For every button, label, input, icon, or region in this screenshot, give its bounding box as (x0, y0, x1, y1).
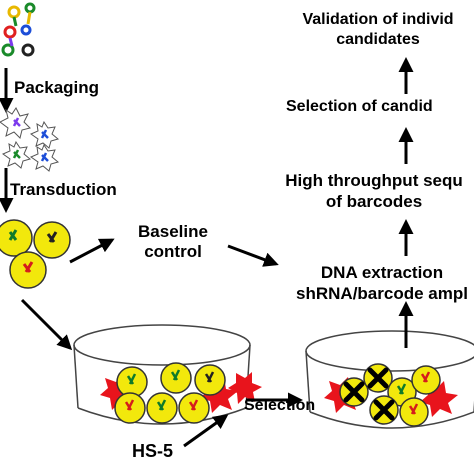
dna-extraction-label: DNA extraction shRNA/barcode ampl (272, 262, 474, 304)
cell-icon (114, 362, 226, 424)
hts-line2: of barcodes (325, 192, 423, 211)
hs5-label: HS-5 (132, 441, 174, 461)
arrow-icon (69, 238, 115, 264)
transduction-label: Transduction (10, 180, 117, 199)
arrow-icon (183, 414, 229, 448)
validation-line1: Validation of individ (302, 11, 454, 28)
cell-icon (0, 219, 71, 289)
packaging-label: Packaging (14, 78, 100, 97)
selection-candidates-label: Selection of candid (286, 98, 433, 115)
baseline-line1: Baseline (138, 222, 208, 241)
hts-line1: High throughput sequ (285, 171, 463, 190)
arrow-icon (20, 298, 73, 351)
baseline-control-label: Baseline control (118, 222, 228, 262)
dna-line1: DNA extraction (320, 263, 444, 282)
culture-dish-icon (305, 330, 474, 429)
dna-line2: shRNA/barcode ampl (296, 284, 468, 303)
hts-label: High throughput sequ of barcodes (254, 170, 474, 212)
plasmid-icon (1, 2, 36, 57)
arrow-icon (227, 244, 279, 267)
dead-cell-x-icon (343, 367, 395, 421)
validation-label: Validation of individ candidates (268, 10, 474, 50)
virus-particle-icon (0, 107, 60, 172)
baseline-line2: control (144, 242, 202, 261)
selection-label: Selection (244, 397, 316, 414)
validation-line2: candidates (336, 31, 420, 48)
